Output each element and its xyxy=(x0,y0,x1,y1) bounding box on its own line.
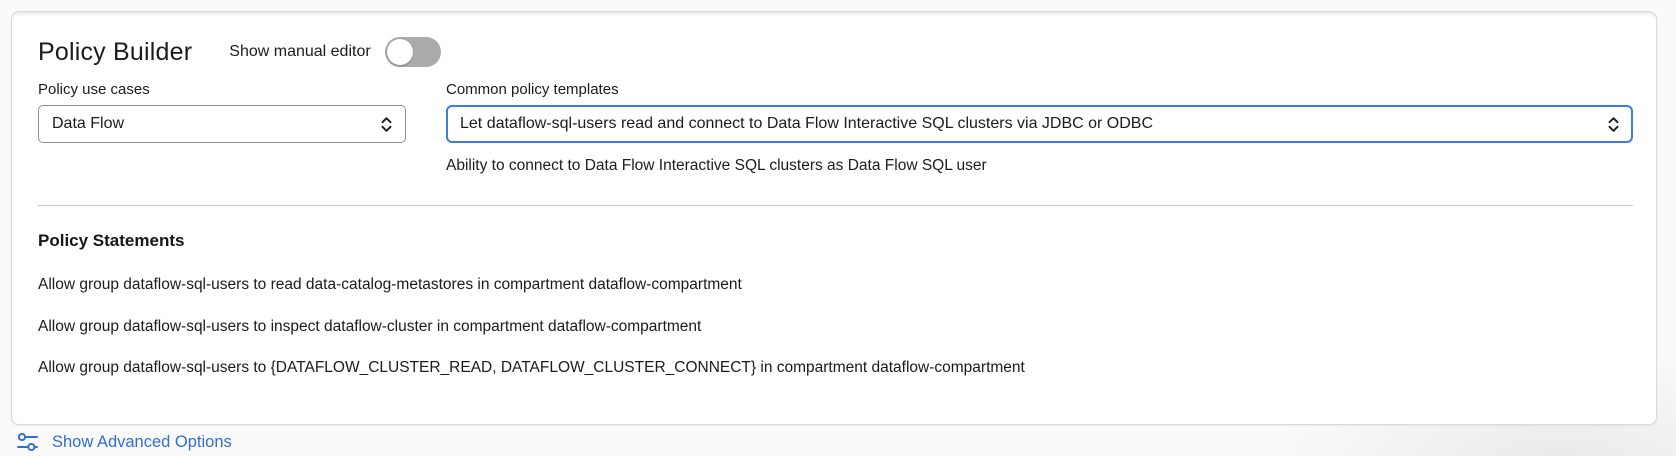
templates-field: Common policy templates Let dataflow-sql… xyxy=(446,81,1633,175)
use-cases-label: Policy use cases xyxy=(38,81,150,98)
page-title: Policy Builder xyxy=(38,37,193,66)
policy-builder-header: Policy Builder Show manual editor xyxy=(38,37,1633,67)
use-cases-select[interactable]: Data Flow xyxy=(38,105,406,143)
manual-editor-toggle-label: Show manual editor xyxy=(229,43,371,60)
chevron-updown-icon xyxy=(1607,115,1620,134)
chevron-updown-icon xyxy=(380,115,393,134)
policy-statements-list: Allow group dataflow-sql-users to read d… xyxy=(38,277,1633,376)
policy-statement: Allow group dataflow-sql-users to inspec… xyxy=(38,317,702,335)
policy-builder-card: Policy Builder Show manual editor Policy… xyxy=(11,11,1657,425)
templates-select[interactable]: Let dataflow-sql-users read and connect … xyxy=(446,105,1633,143)
show-advanced-options-label: Show Advanced Options xyxy=(52,433,232,451)
show-advanced-options-link[interactable]: Show Advanced Options xyxy=(16,431,232,454)
toggle-knob xyxy=(386,39,413,65)
section-divider xyxy=(38,205,1633,206)
manual-editor-toggle[interactable] xyxy=(384,37,441,67)
template-description: Ability to connect to Data Flow Interact… xyxy=(446,157,987,174)
templates-selected-value: Let dataflow-sql-users read and connect … xyxy=(460,115,1154,132)
use-cases-field: Policy use cases Data Flow xyxy=(38,81,406,175)
advanced-options-icon xyxy=(16,431,39,454)
policy-builder-form: Policy use cases Data Flow Common policy… xyxy=(38,81,1633,175)
policy-statement: Allow group dataflow-sql-users to {DATAF… xyxy=(38,359,1025,376)
policy-statements-heading: Policy Statements xyxy=(38,231,185,250)
use-cases-selected-value: Data Flow xyxy=(52,115,125,132)
templates-label: Common policy templates xyxy=(446,81,619,98)
policy-statement: Allow group dataflow-sql-users to read d… xyxy=(38,276,742,293)
